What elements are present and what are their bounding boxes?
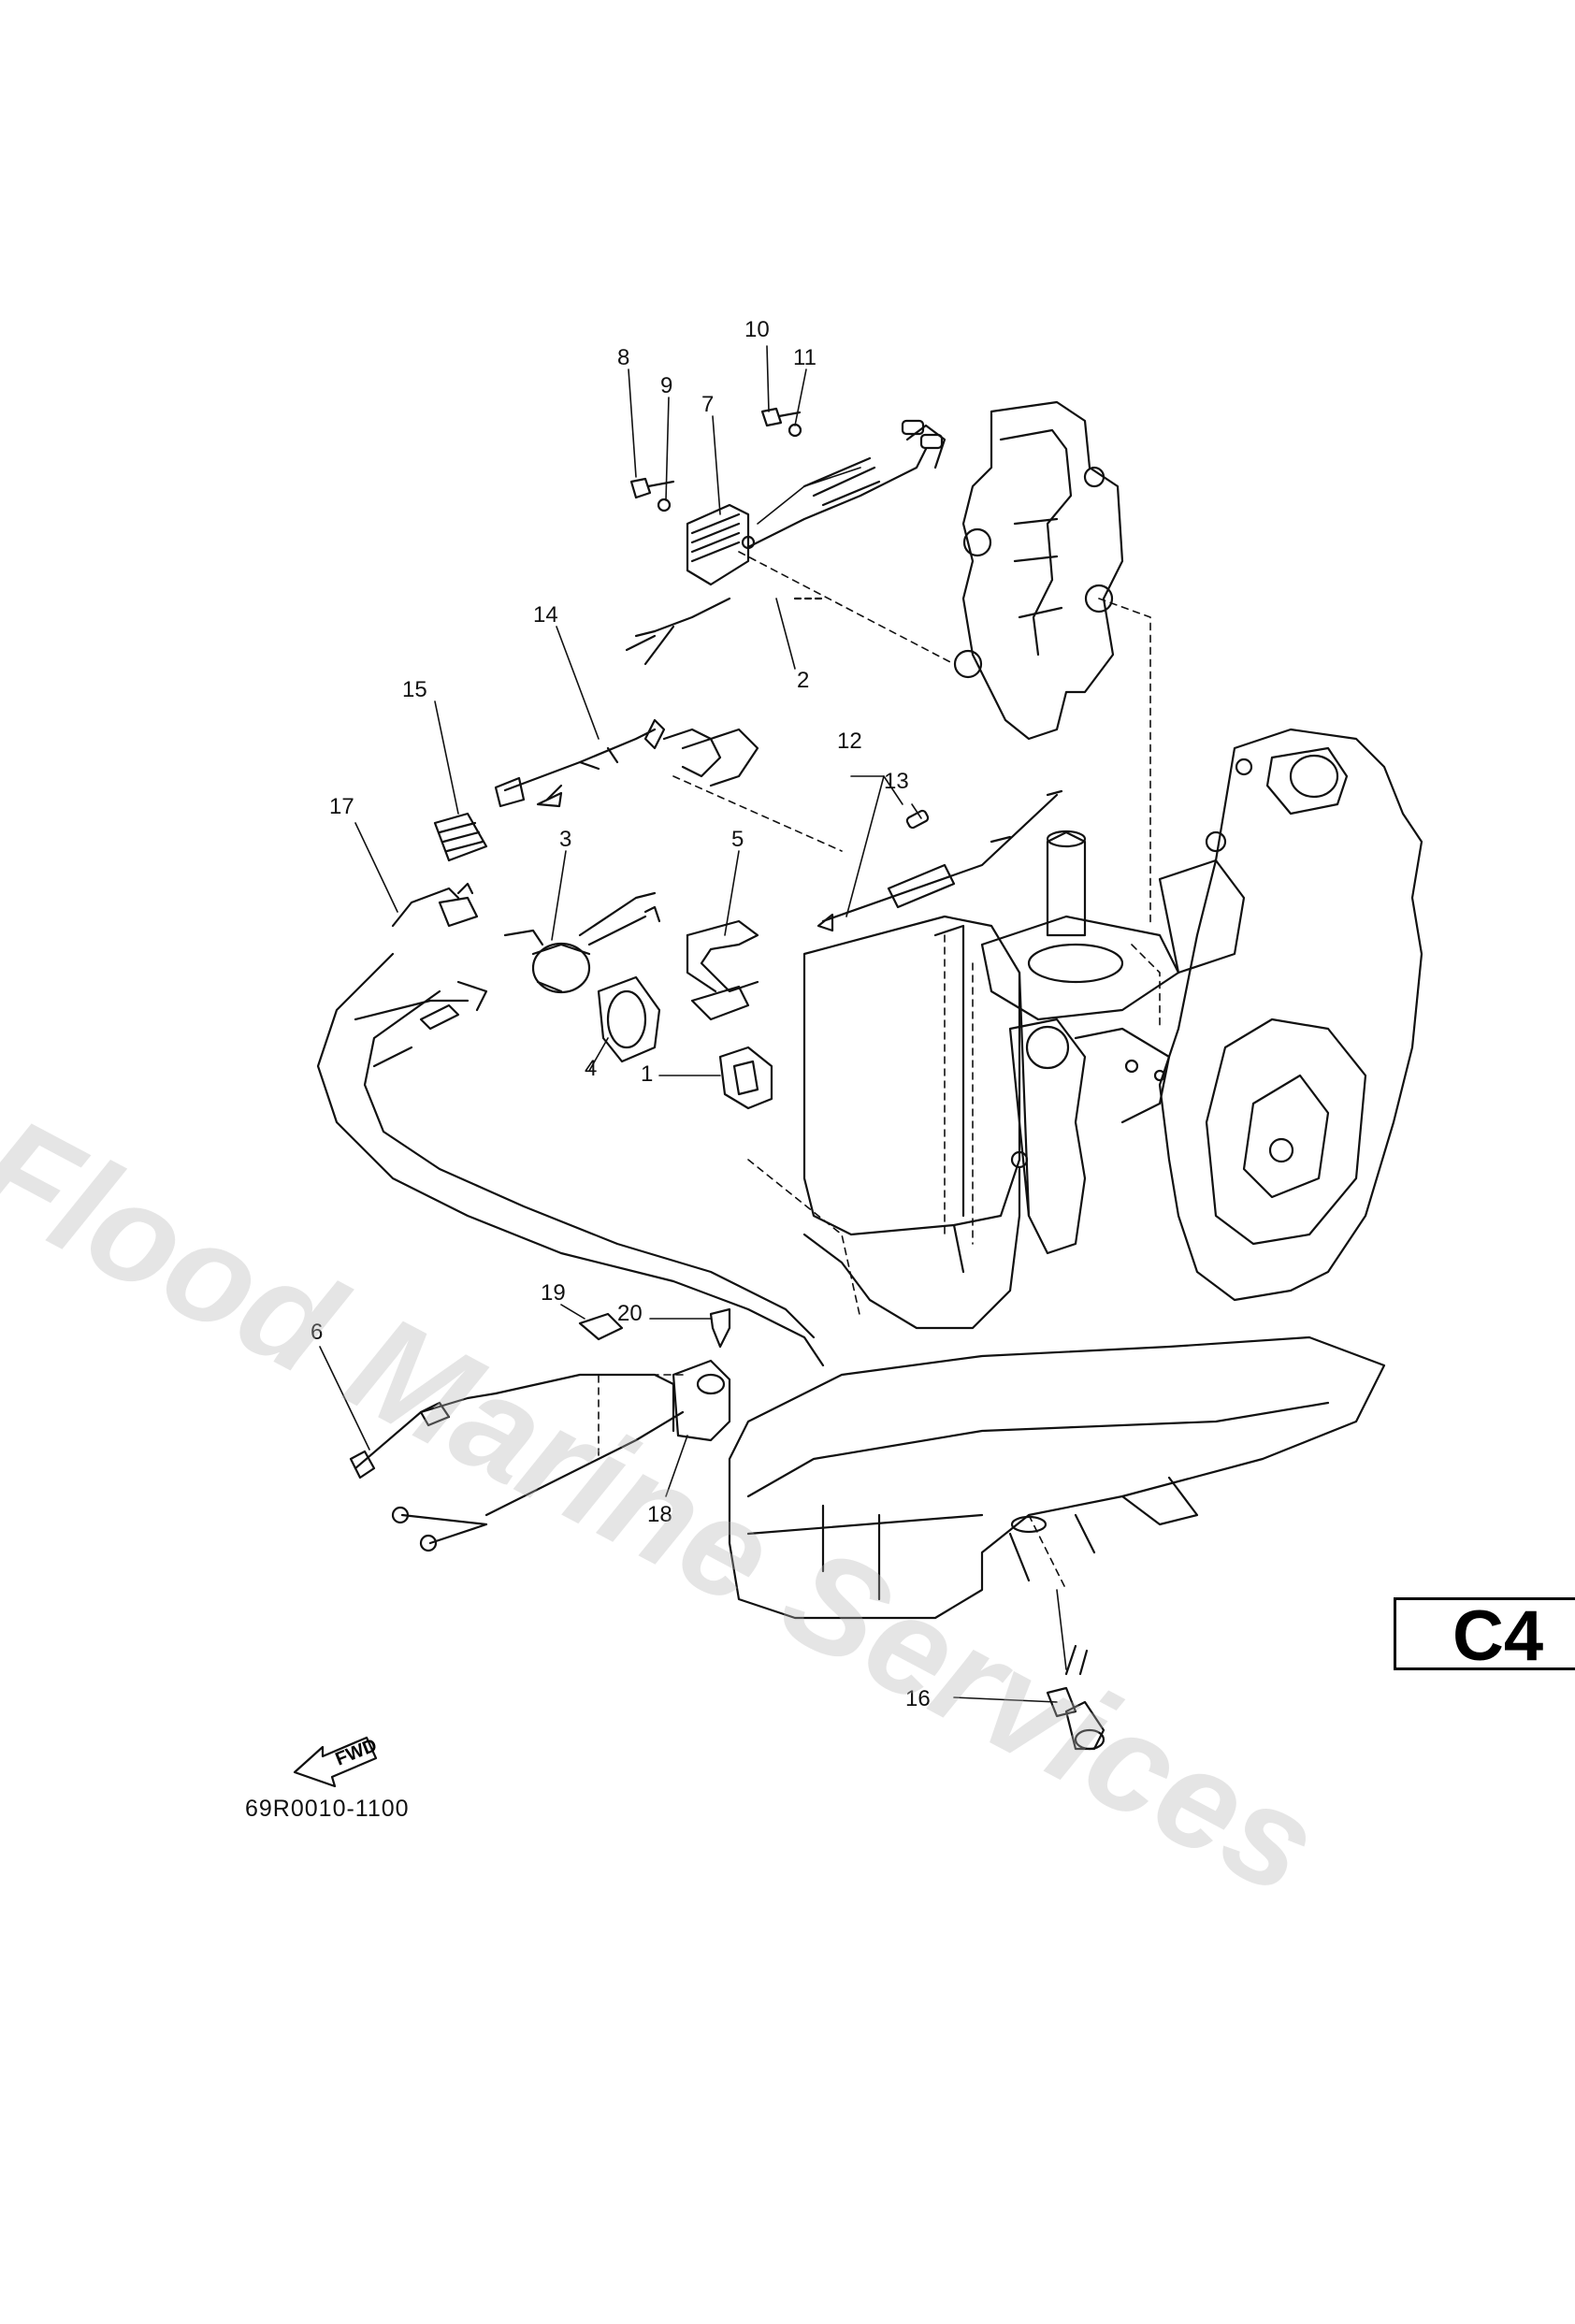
part-10-bolt xyxy=(760,407,802,427)
part-3-relay xyxy=(503,891,661,994)
part-2-wire-harness xyxy=(625,419,946,666)
callout-5: 5 xyxy=(731,827,744,852)
engine-block xyxy=(1158,728,1423,1302)
part-8-bolt xyxy=(629,477,675,499)
part-11-washer xyxy=(788,423,802,438)
part-5-bracket xyxy=(686,919,759,1021)
part-16-switch xyxy=(1046,1644,1105,1751)
part-7-rectifier xyxy=(686,503,756,586)
part-18-clamp xyxy=(672,1359,731,1442)
callout-7: 7 xyxy=(701,392,714,417)
callout-13: 13 xyxy=(884,769,909,794)
part-9-washer xyxy=(657,498,672,512)
engine-bracket xyxy=(953,400,1124,741)
callout-6: 6 xyxy=(311,1320,323,1345)
part-4-holder xyxy=(597,975,661,1063)
part-17-lead xyxy=(391,882,479,928)
steering-shaft xyxy=(980,830,1180,1255)
callout-11: 11 xyxy=(793,345,816,370)
callout-16: 16 xyxy=(905,1686,931,1711)
callout-14: 14 xyxy=(533,602,558,628)
part-1-block xyxy=(718,1046,773,1110)
part-12-rod xyxy=(816,789,1063,932)
part-19-clip xyxy=(578,1312,624,1341)
callout-8: 8 xyxy=(617,345,629,370)
callout-15: 15 xyxy=(402,677,427,702)
ground-cable xyxy=(802,1150,1029,1330)
page-tag: C4 xyxy=(1394,1596,1575,1676)
part-14-connector xyxy=(494,718,666,808)
part-14-clip xyxy=(662,728,759,787)
callout-18: 18 xyxy=(647,1502,672,1527)
callout-1: 1 xyxy=(641,1061,653,1087)
part-code: 69R0010-1100 xyxy=(245,1796,410,1822)
callout-numbers: 8 9 7 10 11 2 14 15 17 3 5 12 13 4 1 19 … xyxy=(311,317,931,1711)
bottom-cowling xyxy=(728,1335,1386,1620)
central-housing xyxy=(802,915,1031,1274)
callout-12: 12 xyxy=(837,729,862,754)
callout-2: 2 xyxy=(797,668,809,693)
callout-10: 10 xyxy=(744,317,770,342)
fwd-arrow xyxy=(293,1736,378,1788)
callout-4: 4 xyxy=(585,1056,597,1081)
callout-3: 3 xyxy=(559,827,571,852)
page-tag-label: C4 xyxy=(1452,1596,1544,1676)
fwd-label: FWD xyxy=(333,1735,380,1769)
callout-20: 20 xyxy=(617,1301,643,1326)
callout-19: 19 xyxy=(541,1280,566,1306)
part-6-harness xyxy=(349,1373,685,1552)
callout-9: 9 xyxy=(660,373,672,398)
main-cable xyxy=(316,952,825,1367)
callout-17: 17 xyxy=(329,794,354,819)
part-13-pin xyxy=(905,809,930,830)
part-15-grommet xyxy=(433,812,488,862)
part-20-screw xyxy=(709,1307,731,1349)
